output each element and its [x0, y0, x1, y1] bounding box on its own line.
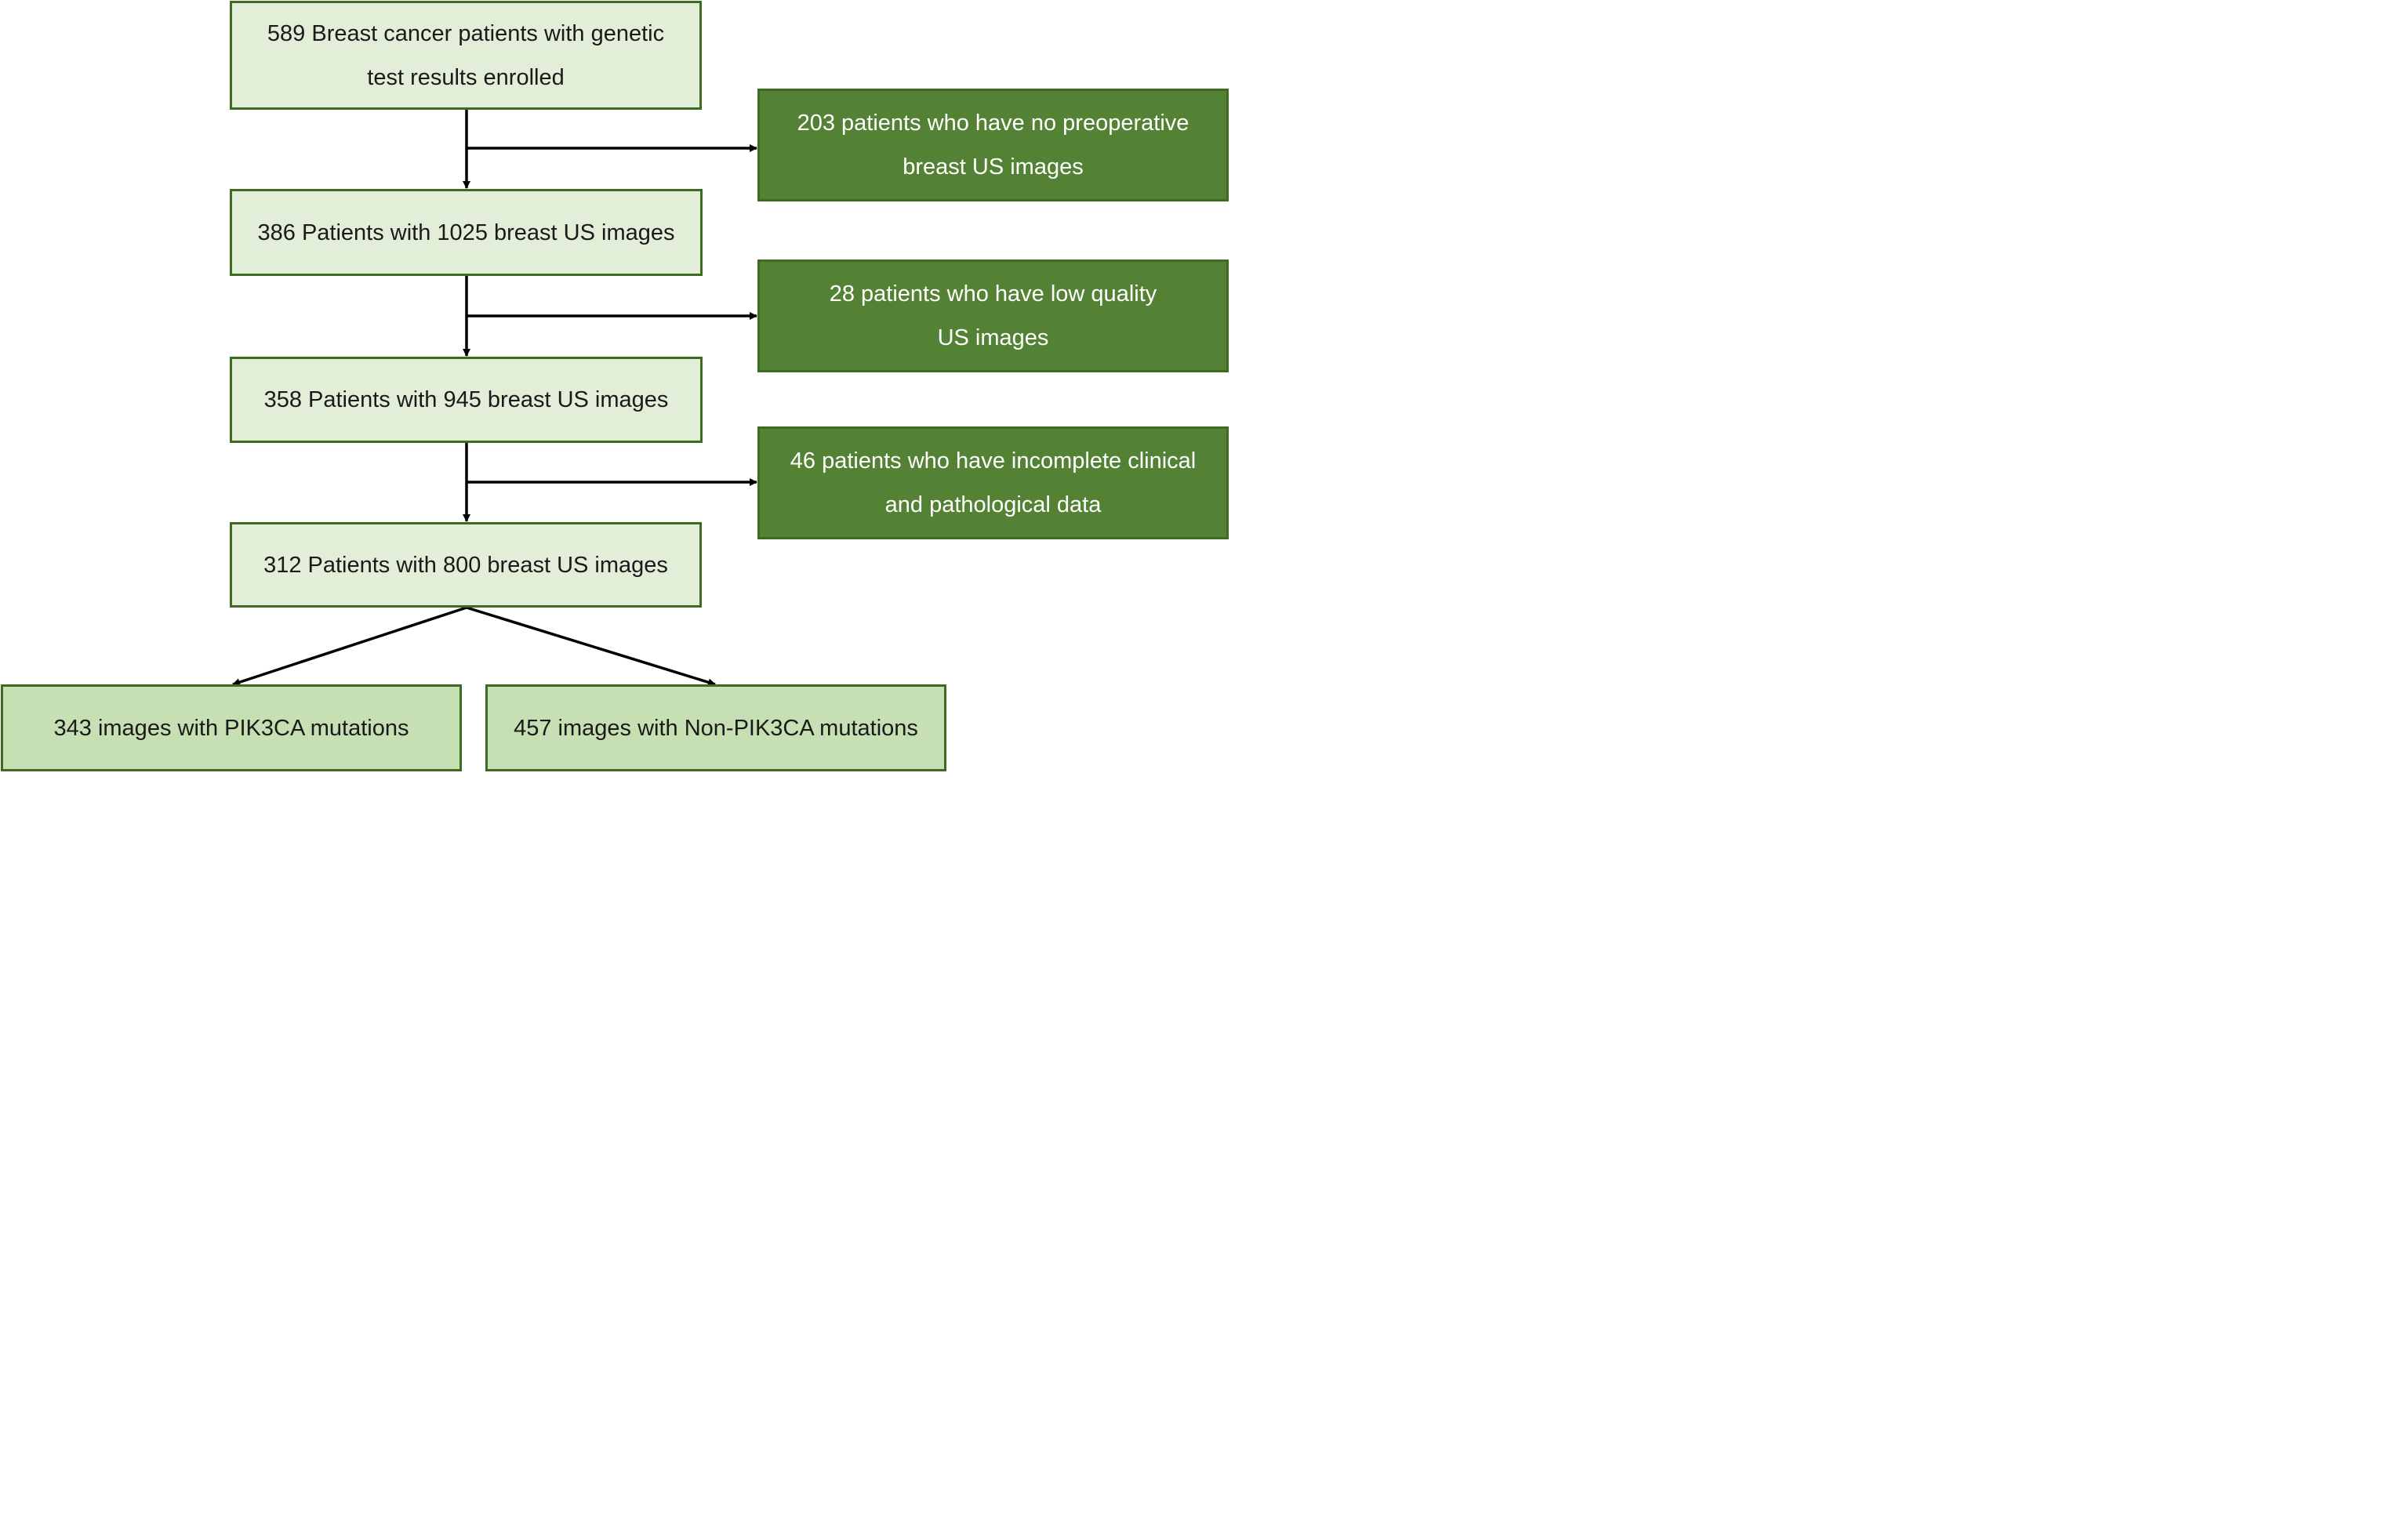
step-enrolled-line-2: test results enrolled	[367, 64, 565, 90]
exclusion-no-us-images-text: 203 patients who have no preoperative br…	[797, 101, 1189, 189]
exclusion-low-quality-text: 28 patients who have low quality US imag…	[830, 272, 1157, 360]
step-final-cohort-text: 312 Patients with 800 breast US images	[263, 552, 668, 578]
step-final-cohort-box: 312 Patients with 800 breast US images	[230, 522, 702, 608]
step-enrolled-box: 589 Breast cancer patients with genetic …	[230, 1, 702, 110]
outcome-non-pik3ca-text: 457 images with Non-PIK3CA mutations	[514, 715, 918, 741]
exclusion-no-us-images-box: 203 patients who have no preoperative br…	[757, 89, 1229, 201]
exclusion-incomplete-data-text: 46 patients who have incomplete clinical…	[790, 439, 1196, 527]
arrow-to-outcome-1	[232, 606, 467, 686]
exclusion-incomplete-data-box: 46 patients who have incomplete clinical…	[757, 426, 1229, 539]
step-quality-filtered-text: 358 Patients with 945 breast US images	[263, 387, 669, 412]
arrow-to-outcome-2	[466, 606, 716, 687]
exclusion-incomplete-data-line-1: 46 patients who have incomplete clinical	[790, 448, 1197, 473]
outcome-pik3ca-text: 343 images with PIK3CA mutations	[53, 715, 409, 741]
step-quality-filtered-box: 358 Patients with 945 breast US images	[230, 357, 703, 443]
step-us-images-text: 386 Patients with 1025 breast US images	[257, 220, 675, 245]
flow-arrows	[232, 110, 757, 687]
outcome-pik3ca-box: 343 images with PIK3CA mutations	[1, 684, 462, 771]
exclusion-low-quality-box: 28 patients who have low quality US imag…	[757, 259, 1229, 372]
step-enrolled-line-1: 589 Breast cancer patients with genetic	[267, 20, 665, 46]
exclusion-incomplete-data-line-2: and pathological data	[884, 492, 1102, 517]
step-enrolled-text: 589 Breast cancer patients with genetic …	[267, 12, 664, 100]
exclusion-no-us-images-line-1: 203 patients who have no preoperative	[797, 111, 1189, 136]
step-us-images-box: 386 Patients with 1025 breast US images	[230, 189, 703, 276]
outcome-non-pik3ca-box: 457 images with Non-PIK3CA mutations	[485, 684, 946, 771]
exclusion-no-us-images-line-2: breast US images	[903, 154, 1084, 180]
exclusion-low-quality-line-1: 28 patients who have low quality	[829, 281, 1157, 307]
exclusion-low-quality-line-2: US images	[937, 325, 1049, 350]
